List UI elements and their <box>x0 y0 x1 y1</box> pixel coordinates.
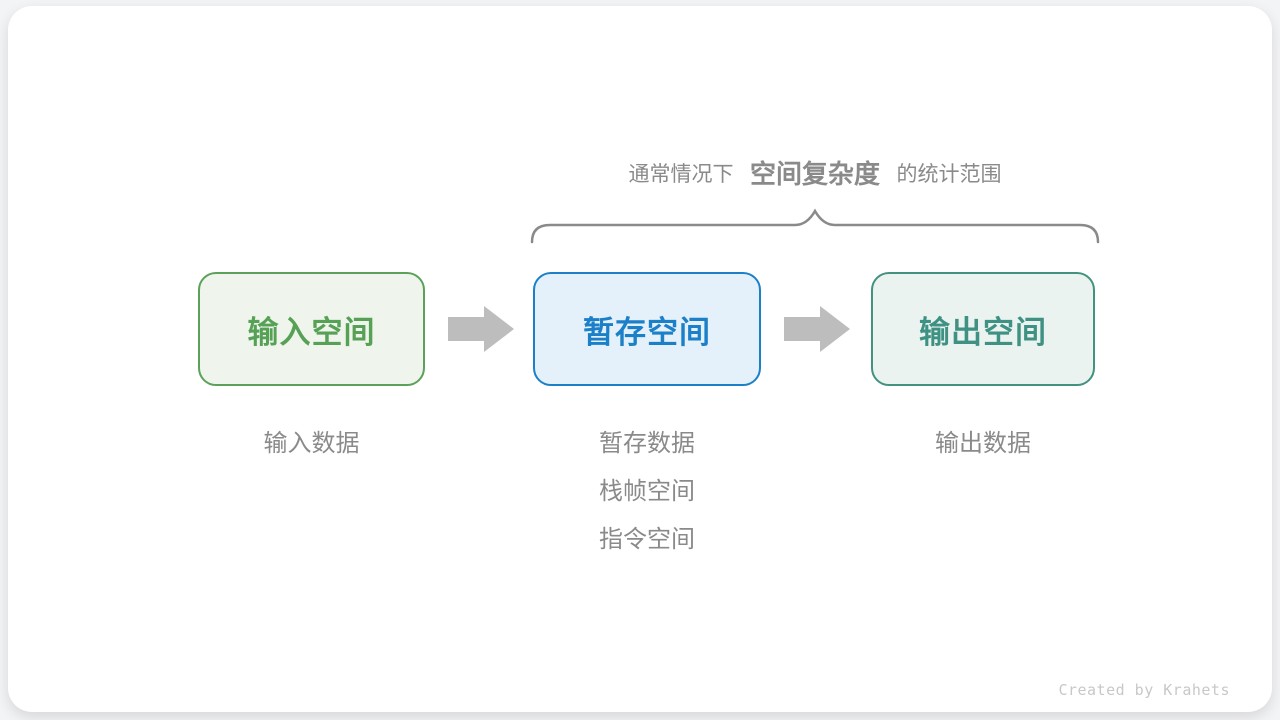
annotation-item: 栈帧空间 <box>599 478 695 505</box>
annotation-output-column: 输出数据 <box>871 420 1095 468</box>
curly-brace <box>530 208 1100 244</box>
annotation-input-column: 输入数据 <box>198 420 425 468</box>
title-highlight: 空间复杂度 <box>749 159 880 189</box>
credit-text: Created by Krahets <box>1058 681 1230 699</box>
node-input-space-label: 输入空间 <box>247 314 376 350</box>
arrow-right-icon <box>784 306 850 352</box>
node-input-space: 输入空间 <box>198 272 425 386</box>
annotation-item: 暂存数据 <box>599 430 695 457</box>
annotation-item: 指令空间 <box>599 526 695 553</box>
title-prefix: 通常情况下 <box>628 163 734 186</box>
node-temp-space: 暂存空间 <box>533 272 761 386</box>
arrow-right-icon <box>448 306 514 352</box>
diagram-title: 通常情况下 空间复杂度 的统计范围 <box>515 154 1115 191</box>
node-temp-space-label: 暂存空间 <box>583 314 711 350</box>
annotation-temp-column: 暂存数据 栈帧空间 指令空间 <box>533 420 761 564</box>
annotation-item: 输入数据 <box>263 430 360 457</box>
node-output-space: 输出空间 <box>871 272 1095 386</box>
annotation-item: 输出数据 <box>935 430 1031 457</box>
diagram-card: 通常情况下 空间复杂度 的统计范围 输入空间 暂存空间 输出空间 输入数据 暂存… <box>8 6 1272 712</box>
title-suffix: 的统计范围 <box>896 163 1002 186</box>
node-output-space-label: 输出空间 <box>919 314 1047 350</box>
